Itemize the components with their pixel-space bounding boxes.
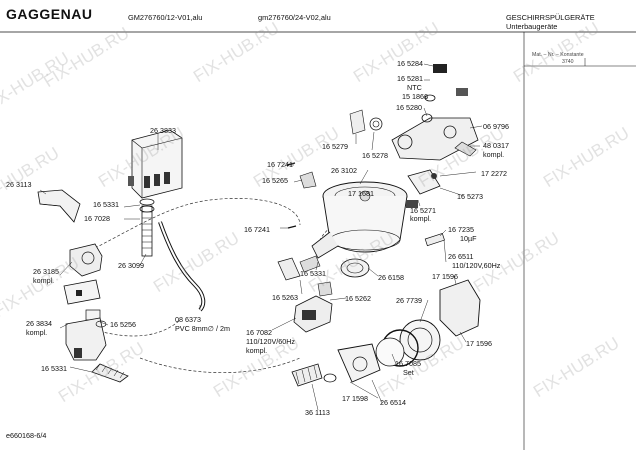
drain-pump: [277, 257, 333, 333]
label-266158: 26 6158: [378, 273, 404, 282]
label-263113: 26 3113: [6, 180, 32, 189]
label-263834: 26 3834: [26, 319, 52, 328]
label-480317-kompl: kompl.: [483, 150, 505, 159]
label-165262: 16 5262: [345, 294, 371, 303]
label-263099: 26 3099: [118, 261, 144, 270]
category-subtitle: Unterbaugeräte: [506, 22, 558, 31]
model-number-2: gm276760/24-V02,alu: [258, 13, 331, 22]
label-165263: 16 5263: [272, 293, 298, 302]
label-480317: 48 0317: [483, 141, 509, 150]
label-172272: 17 2272: [481, 169, 507, 178]
brand-logo: GAGGENAU: [6, 6, 93, 22]
label-171596-a: 17 1596: [432, 272, 458, 281]
label-266514: 26 6514: [380, 398, 406, 407]
detergent-box-part: [128, 129, 183, 199]
label-167082-kompl: kompl.: [246, 346, 268, 355]
water-switch-assembly: [349, 64, 479, 161]
door-handle-part: [37, 189, 81, 223]
label-165331-a: 16 5331: [93, 200, 119, 209]
mat-note: Mat. – Nr. – Konstante: [532, 52, 584, 58]
label-167235: 16 7235: [448, 225, 474, 234]
label-263102: 26 3102: [331, 166, 357, 175]
label-165271-kompl: kompl.: [410, 214, 432, 223]
label-263185: 26 3185: [33, 267, 59, 276]
document-id: e660168-6/4: [6, 431, 47, 440]
label-165256: 16 5256: [110, 320, 136, 329]
label-167082: 16 7082: [246, 328, 272, 337]
label-263185-kompl: kompl.: [33, 276, 55, 285]
label-165331-c: 16 5331: [41, 364, 67, 373]
label-167082-voltage: 110/120V/60Hz: [246, 337, 296, 346]
label-171681: 17 1681: [348, 189, 374, 198]
hose-tubes: [139, 198, 206, 312]
label-167085-set: Set: [403, 368, 414, 377]
category-title: GESCHIRRSPÜLGERÄTE: [506, 13, 595, 22]
label-171598: 17 1598: [342, 394, 368, 403]
label-086373: 08 6373: [175, 315, 201, 324]
label-10uf: 10µF: [460, 234, 477, 243]
label-069796: 06 9796: [483, 122, 509, 131]
label-167241-a: 16 7241: [267, 160, 293, 169]
label-165284: 16 5284: [397, 59, 423, 68]
valve-assembly: [63, 243, 107, 361]
label-165271: 16 5271: [410, 206, 436, 215]
label-165331-b: 16 5331: [300, 269, 326, 278]
label-266511: 26 6511: [448, 252, 474, 261]
label-263833: 26 3833: [150, 126, 176, 135]
label-110-120v-60hz: 110/120V,60Hz: [452, 261, 501, 270]
heating-sensor-assembly: [286, 162, 445, 247]
label-361113: 36 1113: [305, 408, 330, 417]
mat-code: 3740: [562, 59, 574, 65]
label-ntc: NTC: [407, 83, 422, 92]
label-167085: 16 7085: [395, 359, 421, 368]
label-pvc-hose: PVC 8mm∅ / 2m: [175, 324, 230, 333]
inlet-hose-part: [91, 363, 129, 383]
label-263834-kompl: kompl.: [26, 328, 48, 337]
label-165279: 16 5279: [322, 142, 348, 151]
label-171596-b: 17 1596: [466, 339, 492, 348]
label-167028: 16 7028: [84, 214, 110, 223]
leader-lines: [39, 63, 483, 411]
label-165278: 16 5278: [362, 151, 388, 160]
label-165280: 16 5280: [396, 103, 422, 112]
label-151866: 15 1866: [402, 92, 428, 101]
label-165265: 16 5265: [262, 176, 288, 185]
label-167241-b: 16 7241: [244, 225, 270, 234]
label-165273: 16 5273: [457, 192, 483, 201]
label-165281: 16 5281: [397, 74, 423, 83]
sump-pot: [299, 181, 408, 278]
pump-motor: [291, 279, 481, 387]
label-267739: 26 7739: [396, 296, 422, 305]
model-number-1: GM276760/12-V01,alu: [128, 13, 203, 22]
